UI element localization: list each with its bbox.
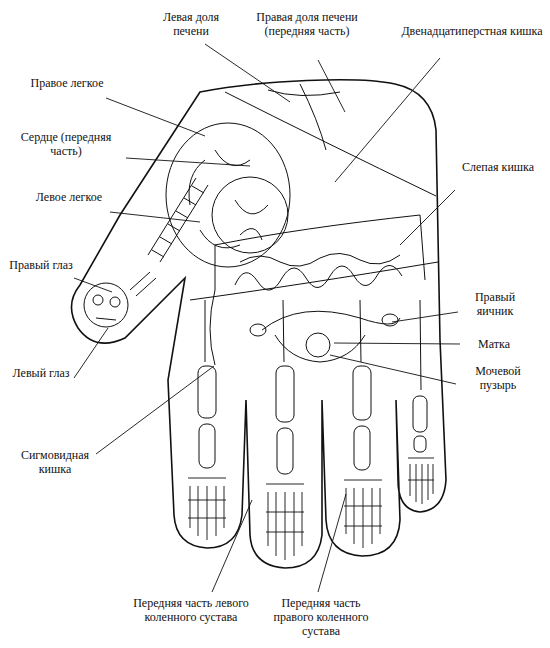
leader-lines-part — [392, 312, 458, 322]
leader-lines-part — [400, 190, 455, 245]
hand-skeletons — [188, 458, 434, 560]
leader-lines-part — [334, 343, 460, 344]
leader-lines-part — [318, 60, 345, 112]
organs-part — [212, 177, 288, 253]
organs-part — [300, 84, 326, 150]
finger-bones-part — [199, 424, 215, 468]
organ-label: Передняя часть правого коленного сустава — [262, 596, 380, 638]
organ-label: Правое легкое — [30, 76, 104, 90]
organs-part — [166, 123, 290, 267]
hand-skeletons-part — [408, 458, 434, 504]
organs-part — [235, 200, 268, 240]
organs-part — [96, 272, 156, 320]
organs-part — [240, 253, 400, 266]
organs-part — [210, 290, 215, 365]
hand-outline — [71, 80, 446, 568]
leader-lines-part — [330, 355, 456, 384]
leader-lines-part — [205, 44, 290, 102]
organ-label: Матка — [462, 337, 526, 351]
leader-lines-part — [212, 500, 252, 592]
leader-lines-part — [335, 58, 440, 182]
leader-lines-part — [96, 366, 214, 454]
finger-bones-part — [277, 428, 293, 474]
organs-part — [190, 262, 438, 300]
organ-label: Правая доля печени (передняя часть) — [252, 10, 362, 38]
organs-part — [275, 335, 365, 362]
hand-skeletons-part — [344, 480, 382, 548]
leader-lines-part — [106, 98, 205, 136]
organs-part — [382, 314, 398, 326]
finger-bones-part — [276, 366, 294, 422]
finger-bones-part — [354, 426, 370, 470]
leader-lines-part — [74, 278, 112, 292]
hand-skeletons-part — [188, 478, 226, 540]
organs-part — [215, 215, 425, 290]
leader-lines-part — [74, 328, 108, 378]
organ-label: Сердце (передняя часть) — [8, 130, 124, 158]
organs-part — [93, 295, 103, 305]
organ-label: Правый яичник — [458, 290, 532, 318]
finger-bones-part — [198, 366, 216, 418]
leader-lines-part — [126, 158, 250, 166]
finger-bones — [198, 366, 427, 474]
organ-label: Сигмовидная кишка — [6, 448, 104, 476]
organs-part — [262, 311, 400, 330]
organ-label: Слепая кишка — [456, 160, 540, 174]
organ-label: Передняя часть левого коленного сустава — [132, 596, 250, 624]
leader-lines-part — [110, 212, 200, 222]
finger-bones-part — [413, 396, 427, 432]
organ-label: Двенадцатиперстная кишка — [398, 24, 546, 38]
leader-lines-part — [318, 494, 346, 592]
organs — [84, 84, 438, 390]
finger-bones-part — [414, 436, 426, 452]
hand-skeletons-part — [266, 484, 304, 560]
organs-part — [189, 150, 250, 248]
organs-part — [306, 333, 330, 357]
hand-outline-part — [71, 80, 446, 568]
organ-label: Левый глаз — [8, 366, 74, 380]
organs-part — [205, 300, 421, 390]
organs-part — [250, 324, 266, 336]
organ-label: Левое легкое — [30, 190, 108, 204]
organ-label: Левая доля печени — [150, 10, 232, 38]
organs-part — [225, 92, 436, 196]
finger-bones-part — [353, 366, 371, 420]
leader-lines — [74, 44, 460, 592]
organs-part — [235, 265, 402, 290]
organ-label: Правый глаз — [8, 258, 74, 272]
organ-label: Мочевой пузырь — [458, 364, 538, 392]
organs-part — [110, 297, 120, 307]
